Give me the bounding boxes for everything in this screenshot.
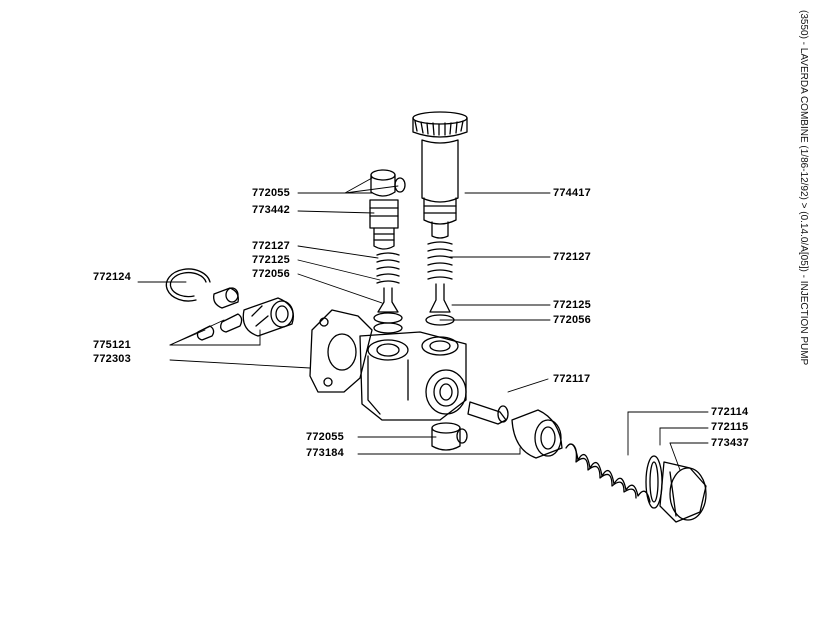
valve-spring-right — [425, 241, 455, 326]
part-label-772303: 772303 — [93, 353, 131, 365]
diagram-title: (3550) - LAVERDA COMBINE (1/86-12/92) > … — [796, 10, 810, 610]
part-label-772055-top: 772055 — [252, 187, 290, 199]
part-label-772056-left: 772056 — [252, 268, 290, 280]
part-label-773184: 773184 — [306, 447, 344, 459]
banjo-fitting-top — [370, 169, 406, 197]
pump-housing — [359, 331, 467, 421]
valve-needle — [467, 401, 509, 425]
union-fitting — [369, 199, 399, 250]
part-label-772056-right: 772056 — [553, 314, 591, 326]
part-label-772127-left: 772127 — [252, 240, 290, 252]
diagram-title-text: (3550) - LAVERDA COMBINE (1/86-12/92) > … — [798, 10, 809, 366]
valve-spring-left — [373, 252, 403, 334]
part-label-773442: 773442 — [252, 204, 290, 216]
snap-ring — [165, 268, 211, 302]
tappet-parts — [196, 287, 295, 341]
part-label-772055-bottom: 772055 — [306, 431, 344, 443]
part-label-772124: 772124 — [93, 271, 131, 283]
hex-plug — [659, 461, 707, 523]
part-label-772125-right: 772125 — [553, 299, 591, 311]
part-label-775121: 775121 — [93, 339, 131, 351]
part-label-773437: 773437 — [711, 437, 749, 449]
part-label-772117: 772117 — [553, 373, 591, 385]
mounting-gasket — [309, 309, 373, 393]
part-label-772115: 772115 — [711, 421, 749, 433]
part-label-772125-left: 772125 — [252, 254, 290, 266]
hand-primer-pump — [412, 111, 468, 239]
banjo-fitting-bottom — [431, 422, 468, 451]
compression-spring — [565, 443, 651, 503]
part-label-772114: 772114 — [711, 406, 749, 418]
leader-lines — [137, 177, 709, 471]
sealing-washer — [645, 455, 663, 509]
part-label-774417: 774417 — [553, 187, 591, 199]
part-label-772127-right: 772127 — [553, 251, 591, 263]
filter-sleeve — [511, 409, 563, 459]
